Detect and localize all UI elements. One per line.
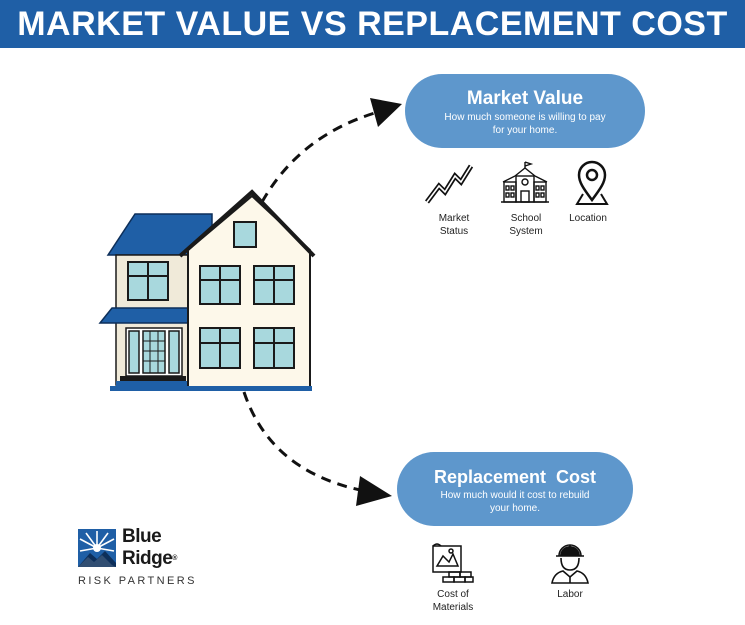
main-window-lower-right [253,327,295,369]
main-window-upper-left [199,265,241,305]
blueprint-bricks-icon [432,543,474,583]
logo-wordmark-blue: Blue [122,526,162,547]
location-label: Location [569,213,607,224]
page-title: MARKET VALUE VS REPLACEMENT COST [0,0,745,48]
porch-roof [98,307,193,324]
location-pin-icon [575,160,609,205]
side-light-left [128,330,140,374]
market-status-label: Market Status [438,213,470,237]
market-value-description-line1: How much someone is willing to pay [444,112,606,123]
main-window-upper-right [253,265,295,305]
replacement-cost-heading: Replacement Cost [433,467,597,487]
front-door [142,330,166,374]
replacement-cost-pill: Replacement Cost How much would it cost … [397,452,633,526]
school-system-label: School System [509,213,543,237]
logo-tagline: RISK PARTNERS [78,575,197,587]
arrow-to-market-value [260,110,379,203]
main-window-lower-left [199,327,241,369]
market-value-description-line2: for your home. [492,125,558,136]
construction-worker-icon [551,544,589,584]
trending-up-icon [425,164,474,204]
cost-of-materials-label: Cost of Materials [432,589,474,613]
replacement-cost-description-line1: How much would it cost to rebuild [440,490,590,501]
main-roof [178,189,316,258]
front-step-2 [116,381,190,386]
attic-window [233,221,257,248]
front-step-1 [120,376,186,381]
replacement-cost-description-line2: your home. [489,503,541,514]
labor-label: Labor [557,589,583,600]
blue-ridge-logo-mark [78,529,116,567]
house-foundation [110,386,312,391]
arrow-head-market [370,98,402,127]
arrow-to-replacement-cost [242,391,361,492]
arrow-head-replacement [356,476,392,506]
market-value-pill: Market Value How much someone is willing… [405,74,645,148]
trademark-symbol: ® [172,555,177,562]
logo-wordmark-ridge: Ridge® [122,548,177,569]
side-light-right [168,330,180,374]
school-building-icon [501,161,549,203]
market-value-heading: Market Value [466,88,584,109]
